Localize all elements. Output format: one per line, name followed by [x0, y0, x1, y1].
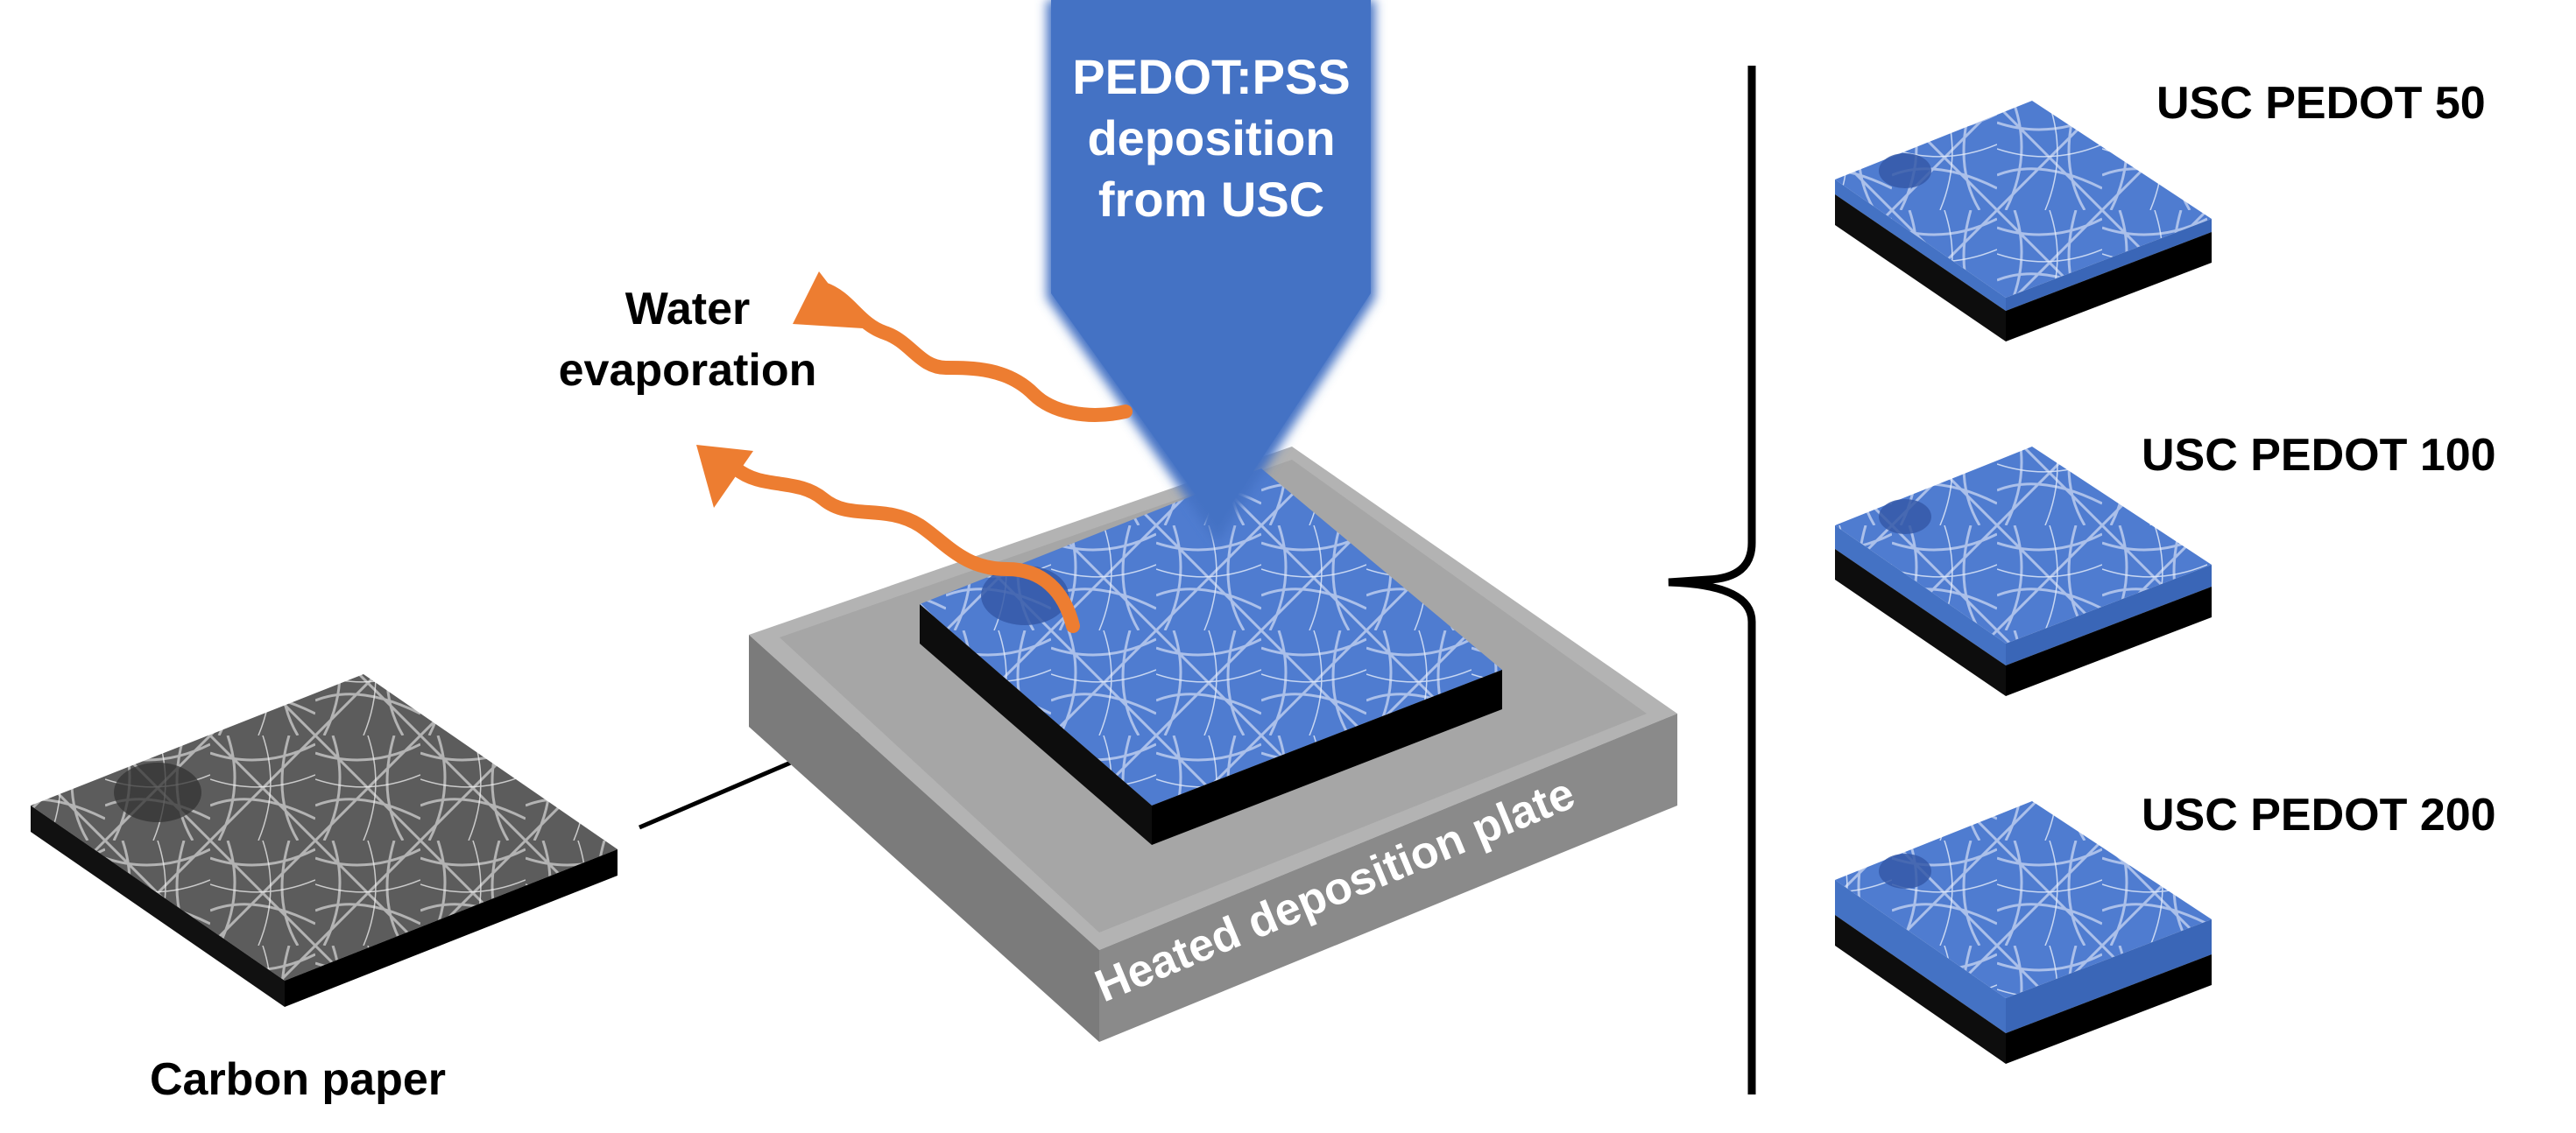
nozzle-label-line3: from USC: [1098, 172, 1324, 227]
sample-usc-pedot-100: [1835, 447, 2212, 696]
grouping-brace: [1668, 66, 1756, 1094]
nozzle-label-line2: deposition: [1087, 110, 1335, 165]
sample-usc-pedot-50: [1835, 101, 2212, 341]
sample-100-label: USC PEDOT 100: [2142, 430, 2496, 481]
vapor-arrow-lower: [696, 445, 1080, 633]
water-evaporation-line2: evaporation: [559, 345, 817, 396]
usc-nozzle: [1047, 0, 1375, 543]
sample-200-label: USC PEDOT 200: [2142, 790, 2496, 841]
sample-usc-pedot-200: [1835, 801, 2212, 1064]
carbon-paper-tile: [31, 674, 618, 1007]
carbon-paper-label: Carbon paper: [150, 1054, 446, 1105]
vapor-arrow-upper: [793, 271, 1133, 422]
coated-sample-on-plate: [920, 468, 1502, 845]
water-evaporation-line1: Water: [625, 284, 751, 334]
sample-50-label: USC PEDOT 50: [2156, 78, 2486, 129]
nozzle-label-line1: PEDOT:PSS: [1072, 49, 1350, 104]
